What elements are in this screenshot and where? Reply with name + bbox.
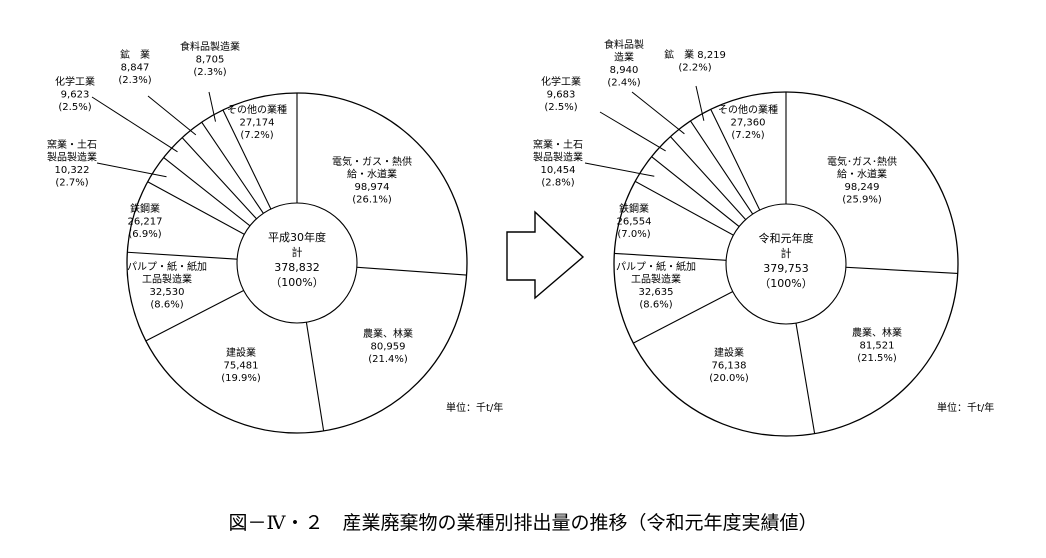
pie-center-circle [725,203,847,325]
leader-line [599,111,666,152]
arrow-right-icon [506,210,585,300]
unit-label: 単位：千t/年 [937,401,994,414]
pie-slice-label: 鉱 業 8,219(2.2%) [664,48,726,74]
leader-line [208,91,216,122]
unit-label: 単位：千t/年 [446,401,503,414]
leader-line [631,91,685,135]
leader-line [584,162,655,177]
leader-line [695,85,705,121]
figure-caption: 図－Ⅳ・２ 産業廃棄物の業種別排出量の推移（令和元年度実績値） [228,512,818,534]
pie-center-circle [236,202,358,324]
leader-line [96,162,167,178]
leader-line [91,96,178,153]
leader-line [147,95,197,136]
